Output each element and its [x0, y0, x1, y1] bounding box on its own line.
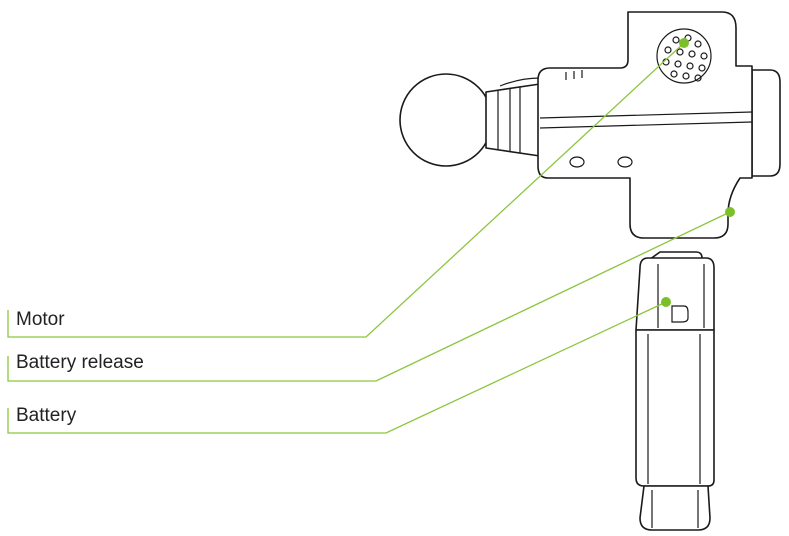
label-battery-release: Battery release — [16, 352, 144, 373]
leader-line-battery — [7, 301, 667, 434]
body-hole-left — [569, 156, 585, 168]
motor-callout-dot — [679, 38, 689, 48]
attachment-shaft — [485, 77, 541, 157]
battery-release-callout-dot — [725, 207, 735, 217]
label-battery: Battery — [16, 405, 77, 426]
body-seam-lower — [539, 121, 753, 129]
ball-attachment — [399, 73, 493, 167]
battery-button — [671, 305, 689, 323]
body-hole-right — [617, 156, 633, 168]
leader-line-battery-release — [7, 211, 731, 382]
battery-handle — [635, 251, 715, 531]
battery-callout-dot — [661, 297, 671, 307]
back-cap — [751, 69, 781, 177]
top-ridges — [565, 70, 583, 80]
body-seam-upper — [539, 111, 753, 119]
label-motor: Motor — [16, 309, 65, 330]
leader-line-motor — [7, 42, 685, 338]
